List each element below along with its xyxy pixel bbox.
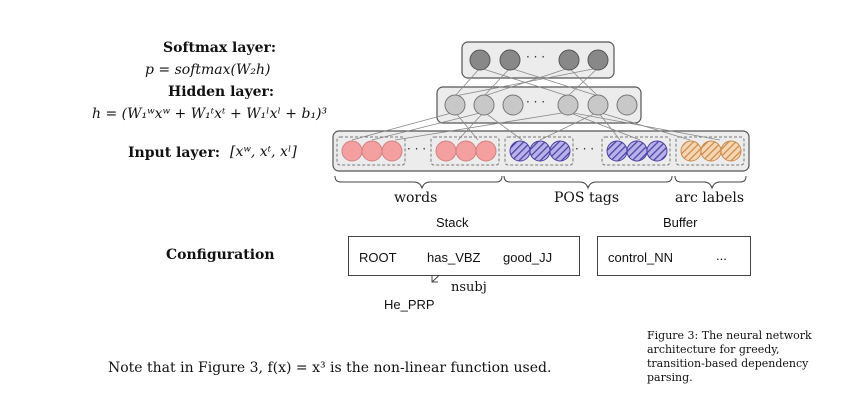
buffer-label: Buffer xyxy=(663,215,698,230)
softmax-nodes xyxy=(469,49,609,71)
pos-group-1 xyxy=(504,136,574,166)
stack-token-root: ROOT xyxy=(359,250,397,265)
word-nodes xyxy=(341,140,497,162)
nsubj-label: nsubj xyxy=(451,280,487,295)
buffer-token-control: control_NN xyxy=(608,250,674,265)
note-text: Note that in Figure 3, f(x) = x³ is the … xyxy=(108,360,552,376)
figure-caption: Figure 3: The neural network architectur… xyxy=(647,329,812,384)
dependent-token: He_PRP xyxy=(384,297,435,312)
pos-group-2 xyxy=(601,136,671,166)
input-formula: [xʷ, xᵗ, xˡ] xyxy=(230,144,297,160)
softmax-ellipsis: · · · xyxy=(526,50,546,64)
buffer-box xyxy=(597,236,751,276)
hidden-formula: h = (W₁ʷxʷ + W₁ᵗxᵗ + W₁ˡxˡ + b₁)³ xyxy=(92,106,328,122)
stack-token-has: has_VBZ xyxy=(427,250,481,265)
hidden-softmax-connections xyxy=(454,67,599,97)
input-layer-title: Input layer: xyxy=(128,145,221,161)
stack-token-good: good_JJ xyxy=(503,250,553,265)
softmax-layer-title: Softmax layer: xyxy=(163,40,277,56)
buffer-token-ellipsis: ... xyxy=(716,248,727,263)
pos-nodes xyxy=(509,140,668,162)
stack-box xyxy=(348,236,580,276)
word-group-1 xyxy=(336,136,406,166)
group-braces xyxy=(334,175,747,190)
pos-ellipsis: · · · xyxy=(575,142,595,156)
hidden-ellipsis: · · · xyxy=(526,95,546,109)
word-group-2 xyxy=(430,136,500,166)
input-hidden-connections xyxy=(351,111,721,141)
pos-tags-label: POS tags xyxy=(554,190,620,206)
hidden-nodes xyxy=(444,94,638,116)
words-label: words xyxy=(394,190,438,206)
arc-labels-label: arc labels xyxy=(675,190,745,206)
word-ellipsis: · · · xyxy=(407,142,427,156)
hidden-layer-title: Hidden layer: xyxy=(168,84,275,100)
arc-label-nodes xyxy=(680,140,742,162)
stack-label: Stack xyxy=(436,215,469,230)
softmax-formula: p = softmax(W₂h) xyxy=(145,62,271,78)
arc-group-1 xyxy=(675,136,745,166)
configuration-title: Configuration xyxy=(166,247,275,263)
